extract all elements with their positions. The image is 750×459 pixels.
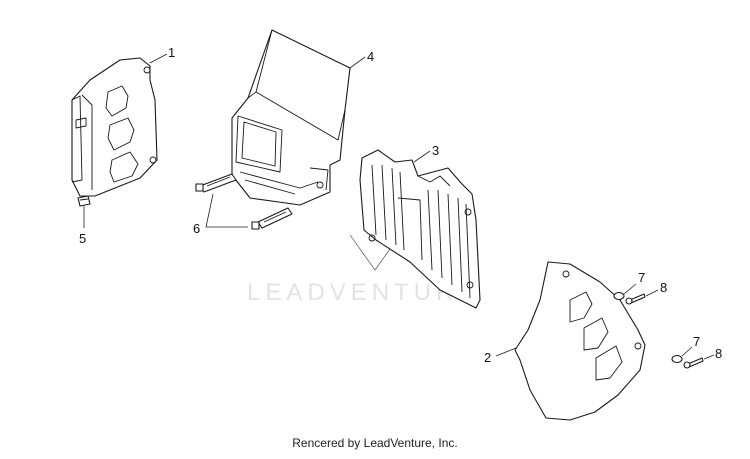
footer-credit: Rencered by LeadVenture, Inc.: [292, 436, 458, 450]
callout-8-lower: 8: [715, 346, 722, 361]
callout-7-lower: 7: [693, 334, 700, 349]
callout-6: 6: [193, 221, 200, 236]
part-5-clip: [77, 195, 91, 207]
callout-2: 2: [484, 350, 491, 365]
callout-4: 4: [367, 49, 374, 64]
part-8-screw-upper: [625, 293, 646, 305]
part-6-lower-band: [251, 207, 293, 230]
callout-8-upper: 8: [660, 280, 667, 295]
callout-7-upper: 7: [638, 270, 645, 285]
part-1-left-side-cover: [71, 57, 158, 197]
part-3-radiator-grille: [359, 149, 481, 309]
callout-1: 1: [168, 45, 175, 60]
part-4-headlight-mask: [231, 29, 351, 206]
leader-lines: [83, 53, 715, 360]
callout-5: 5: [79, 231, 86, 246]
part-2-right-side-cover: [514, 261, 646, 421]
part-6-upper-band: [195, 173, 237, 193]
callout-3: 3: [432, 143, 439, 158]
part-7-washer-upper: [613, 291, 625, 301]
part-7-washer-lower: [671, 354, 683, 364]
part-8-screw-lower: [683, 357, 704, 369]
